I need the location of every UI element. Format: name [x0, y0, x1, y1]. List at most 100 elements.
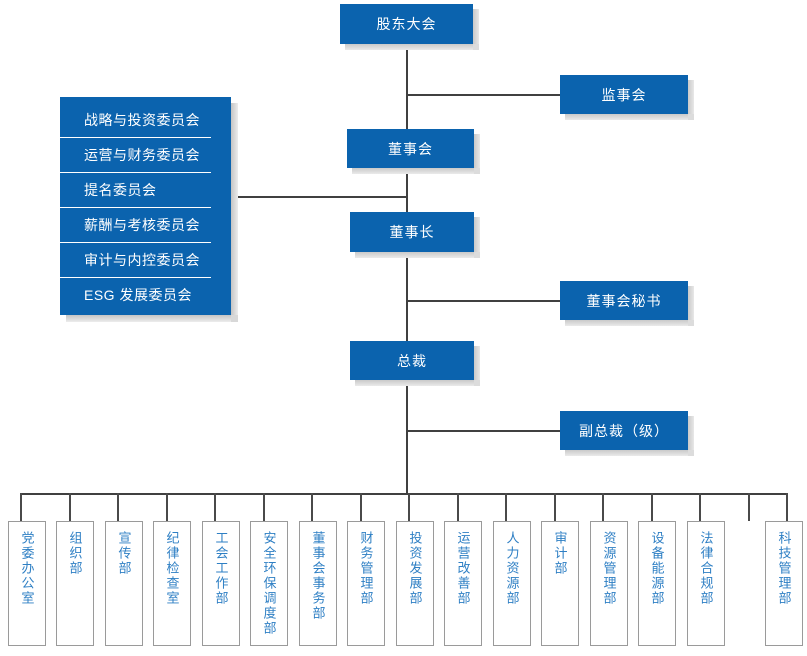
panel-shadow-right — [231, 103, 238, 321]
dept-label: 法律合规部 — [698, 531, 714, 606]
node-vice-president[interactable]: 副总裁（级） — [560, 411, 694, 456]
dept-label: 纪律检查室 — [164, 531, 180, 606]
dept-box-human-resources[interactable]: 人力资源部 — [493, 521, 531, 646]
node-shadow-right — [688, 416, 694, 455]
dept-drop-line-15 — [699, 493, 701, 521]
dept-drop-line-11 — [505, 493, 507, 521]
node-shadow-corner — [474, 380, 480, 386]
committee-item-esg-development[interactable]: ESG 发展委员会 — [84, 286, 192, 303]
dept-box-resource-management[interactable]: 资源管理部 — [590, 521, 628, 646]
dept-drop-line-9 — [408, 493, 410, 521]
department-bus-line — [20, 493, 788, 495]
dept-drop-line-16 — [748, 493, 750, 521]
dept-drop-line-17 — [786, 493, 788, 521]
node-shadow-corner — [473, 44, 479, 50]
dept-label: 党委办公室 — [19, 531, 35, 606]
node-label: 董事长 — [389, 224, 435, 240]
dept-box-financial-management[interactable]: 财务管理部 — [347, 521, 385, 646]
node-shadow-bottom — [355, 252, 479, 258]
dept-label: 工会工作部 — [213, 531, 229, 606]
committee-item-remuneration-appraisal[interactable]: 薪酬与考核委员会 — [60, 208, 211, 243]
dept-drop-line-10 — [457, 493, 459, 521]
node-shadow-right — [474, 346, 480, 385]
committee-item-audit-internal-control[interactable]: 审计与内控委员会 — [60, 243, 211, 278]
node-shadow-right — [688, 286, 694, 325]
dept-label: 科技管理部 — [776, 531, 792, 606]
node-shadow-right — [474, 134, 480, 173]
node-shadow-bottom — [565, 320, 693, 326]
dept-drop-line-1 — [20, 493, 22, 521]
node-label: 副总裁（级） — [579, 422, 669, 439]
committee-panel: 战略与投资委员会 运营与财务委员会 提名委员会 薪酬与考核委员会 审计与内控委员… — [60, 97, 238, 322]
node-shadow-corner — [688, 114, 694, 120]
node-shadow-bottom — [565, 114, 693, 120]
committee-item-strategy-investment[interactable]: 战略与投资委员会 — [60, 103, 211, 138]
dept-drop-line-7 — [311, 493, 313, 521]
dept-drop-line-3 — [117, 493, 119, 521]
dept-drop-line-13 — [602, 493, 604, 521]
branch-line-to-committees — [231, 196, 407, 198]
branch-line-to-board-secretary — [406, 300, 560, 302]
dept-box-legal-compliance[interactable]: 法律合规部 — [687, 521, 725, 646]
panel-shadow-corner — [231, 315, 238, 322]
node-shadow-bottom — [355, 380, 479, 386]
dept-box-party-committee-office[interactable]: 党委办公室 — [8, 521, 46, 646]
dept-box-investment-development[interactable]: 投资发展部 — [396, 521, 434, 646]
node-president[interactable]: 总裁 — [350, 341, 480, 386]
panel-shadow-bottom — [66, 315, 237, 322]
node-label: 董事会 — [388, 140, 433, 157]
dept-box-technology-management[interactable]: 科技管理部 — [765, 521, 803, 646]
dept-drop-line-4 — [166, 493, 168, 521]
trunk-line-shareholders-to-board — [406, 44, 408, 130]
node-shadow-bottom — [352, 168, 479, 174]
node-label: 股东大会 — [376, 16, 437, 32]
dept-box-labor-union[interactable]: 工会工作部 — [202, 521, 240, 646]
committee-item-nomination[interactable]: 提名委员会 — [60, 173, 211, 208]
node-chairman[interactable]: 董事长 — [350, 212, 480, 258]
dept-label: 设备能源部 — [649, 531, 665, 606]
dept-drop-line-14 — [651, 493, 653, 521]
dept-label: 宣传部 — [116, 531, 132, 576]
node-shadow-right — [473, 9, 479, 49]
dept-label: 董事会事务部 — [310, 531, 326, 621]
node-label: 监事会 — [601, 86, 647, 103]
dept-label: 投资发展部 — [407, 531, 423, 606]
dept-box-safety-environment-dispatch[interactable]: 安全环保调度部 — [250, 521, 288, 646]
trunk-line-board-to-chairman — [406, 168, 408, 212]
dept-box-board-affairs[interactable]: 董事会事务部 — [299, 521, 337, 646]
node-label: 总裁 — [397, 352, 427, 369]
node-shadow-right — [474, 217, 480, 257]
dept-box-discipline-inspection[interactable]: 纪律检查室 — [153, 521, 191, 646]
dept-box-organization[interactable]: 组织部 — [56, 521, 94, 646]
node-shadow-bottom — [345, 44, 478, 50]
node-shadow-corner — [474, 252, 480, 258]
node-shareholders-meeting[interactable]: 股东大会 — [340, 4, 479, 50]
node-shadow-corner — [688, 450, 694, 456]
dept-box-operations-improvement[interactable]: 运营改善部 — [444, 521, 482, 646]
branch-line-to-vice-president — [406, 430, 560, 432]
node-shadow-corner — [474, 168, 480, 174]
node-board-of-directors[interactable]: 董事会 — [347, 129, 480, 174]
dept-label: 财务管理部 — [358, 531, 374, 606]
committee-item-operations-finance[interactable]: 运营与财务委员会 — [60, 138, 211, 173]
node-label: 董事会秘书 — [586, 292, 662, 309]
dept-drop-line-2 — [69, 493, 71, 521]
dept-box-audit[interactable]: 审计部 — [541, 521, 579, 646]
node-board-of-supervisors[interactable]: 监事会 — [560, 75, 694, 120]
dept-drop-line-5 — [214, 493, 216, 521]
trunk-line-chairman-to-president — [406, 252, 408, 342]
dept-label: 资源管理部 — [601, 531, 617, 606]
node-board-secretary[interactable]: 董事会秘书 — [560, 281, 694, 326]
dept-box-publicity[interactable]: 宣传部 — [105, 521, 143, 646]
dept-box-equipment-energy[interactable]: 设备能源部 — [638, 521, 676, 646]
dept-drop-line-8 — [360, 493, 362, 521]
dept-label: 审计部 — [552, 531, 568, 576]
branch-line-to-board-of-supervisors — [406, 94, 560, 96]
dept-drop-line-6 — [263, 493, 265, 521]
node-shadow-right — [688, 80, 694, 119]
dept-label: 人力资源部 — [504, 531, 520, 606]
node-shadow-corner — [688, 320, 694, 326]
dept-drop-line-12 — [554, 493, 556, 521]
dept-label: 安全环保调度部 — [261, 531, 277, 636]
